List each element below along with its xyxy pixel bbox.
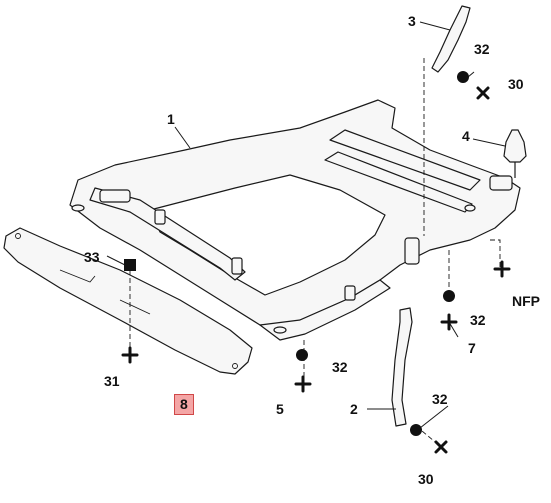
bracket-part-2 (391, 307, 413, 427)
nut-32-top (457, 71, 469, 83)
bracket-part-3 (431, 5, 471, 73)
callout-1: 1 (167, 111, 175, 127)
nut-32-right (443, 290, 455, 302)
callout-4: 4 (462, 128, 470, 144)
screw-30-top (476, 86, 490, 100)
nut-32-center (296, 349, 308, 361)
callout-30-top: 30 (508, 76, 524, 92)
bolt-31 (121, 346, 139, 364)
callout-3: 3 (408, 13, 416, 29)
callout-2: 2 (350, 401, 358, 417)
reinforcement-plate (3, 227, 253, 375)
callout-33: 33 (84, 249, 100, 265)
callout-8-highlighted[interactable]: 8 (174, 394, 194, 415)
callout-31: 31 (104, 373, 120, 389)
bolt-7 (440, 313, 458, 331)
nut-32-bottom (410, 424, 422, 436)
callout-32-center: 32 (332, 359, 348, 375)
clip-33 (124, 259, 136, 271)
callout-32-right: 32 (470, 312, 486, 328)
screw-30-bottom (434, 440, 448, 454)
callout-32-bottom: 32 (432, 391, 448, 407)
bolt-nfp (493, 260, 511, 278)
callout-30-bottom: 30 (418, 471, 434, 487)
bolt-5 (294, 375, 312, 393)
callout-nfp: NFP (512, 293, 540, 309)
callout-5: 5 (276, 401, 284, 417)
callout-32-top: 32 (474, 41, 490, 57)
engine-mount-part-4 (503, 129, 527, 163)
callout-7: 7 (468, 340, 476, 356)
